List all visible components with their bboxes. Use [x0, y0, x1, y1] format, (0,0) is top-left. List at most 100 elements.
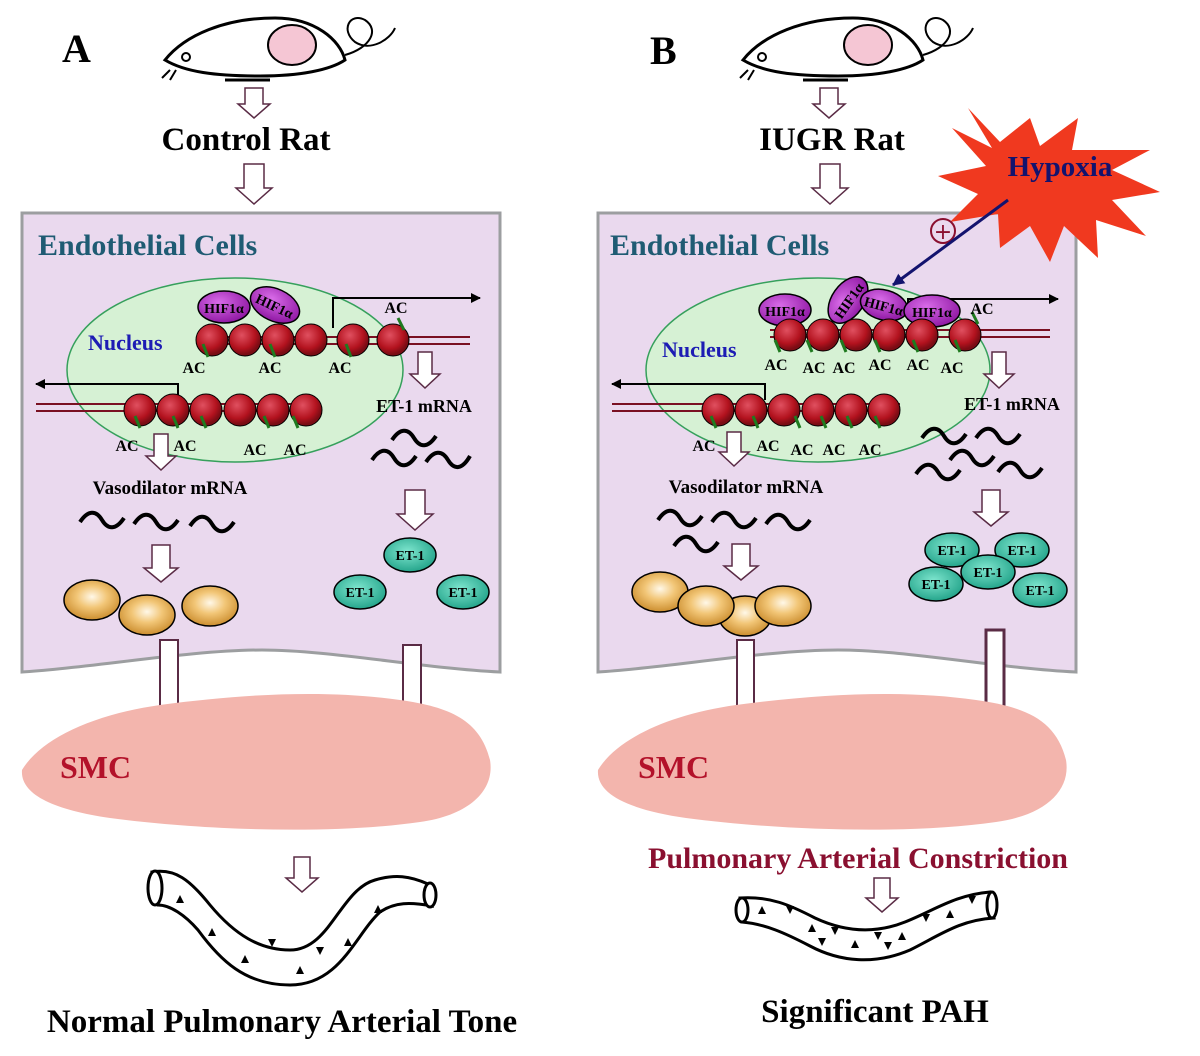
flow-arrow: [284, 856, 320, 893]
acetyl-marks: [773, 311, 980, 353]
ac-label: AC: [243, 442, 266, 459]
svg-text:ET-1: ET-1: [345, 586, 374, 601]
artery-icon: [734, 890, 999, 962]
ac-label: AC: [115, 438, 138, 455]
rat-icon: [161, 16, 396, 82]
ac-label: AC: [692, 438, 715, 455]
hif1-alpha: HIF1α: [249, 286, 301, 324]
outcome-label: Significant PAH: [761, 994, 989, 1030]
ac-label: AC: [790, 442, 813, 459]
et1-protein: ET-1: [1012, 572, 1068, 608]
ac-label: AC: [822, 442, 845, 459]
rat-icon: [739, 16, 974, 82]
svg-text:ET-1: ET-1: [1025, 584, 1054, 599]
acetyl-marks: [201, 317, 406, 358]
flow-arrow: [395, 489, 435, 532]
ac-label: AC: [802, 360, 825, 377]
smc-label: SMC: [60, 749, 131, 785]
artery-texture: [176, 895, 382, 974]
smooth-muscle-cell: [21, 693, 491, 830]
svg-text:ET-1: ET-1: [1007, 544, 1036, 559]
ac-label: AC: [283, 442, 306, 459]
hif1-alpha: HIF1α: [758, 293, 812, 327]
vasodilator-mrna-label: Vasodilator mRNA: [669, 477, 824, 498]
svg-text:+: +: [934, 220, 952, 245]
flow-arrow: [810, 163, 850, 206]
ac-label: AC: [384, 300, 407, 317]
ac-label: AC: [940, 360, 963, 377]
nucleosomes-top: [773, 318, 982, 352]
et1-protein: ET-1: [436, 574, 490, 610]
flow-arrow: [971, 489, 1011, 527]
flow-arrow: [141, 544, 181, 583]
vasodilator-mrna: [656, 508, 812, 554]
et1-protein: ET-1: [960, 554, 1016, 590]
flow-arrow: [236, 87, 272, 119]
hypoxia-label: Hypoxia: [1008, 151, 1113, 183]
rat-label: Control Rat: [162, 122, 331, 158]
ac-label: AC: [764, 357, 787, 374]
svg-text:ET-1: ET-1: [937, 544, 966, 559]
acetyl-marks: [709, 415, 882, 429]
flow-arrow: [721, 543, 761, 581]
svg-text:ET-1: ET-1: [448, 586, 477, 601]
ac-label: AC: [858, 442, 881, 459]
et1-protein: ET-1: [333, 574, 387, 610]
ac-label: AC: [756, 438, 779, 455]
flow-arrow: [864, 877, 900, 913]
outcome-label: Normal Pulmonary Arterial Tone: [47, 1004, 517, 1040]
ac-label: AC: [868, 357, 891, 374]
svg-text:HIF1α: HIF1α: [765, 305, 805, 320]
vasodilator-protein: [631, 571, 812, 637]
et1-protein: ET-1: [908, 566, 964, 602]
vasodilator-mrna: [78, 510, 236, 534]
flow-arrow: [811, 87, 847, 119]
et1-protein: ET-1: [924, 532, 980, 568]
ac-label: AC: [182, 360, 205, 377]
ac-label: AC: [906, 357, 929, 374]
artery-texture: [758, 896, 976, 950]
flow-arrow: [234, 163, 274, 206]
ac-label: AC: [328, 360, 351, 377]
flow-arrow: [982, 351, 1016, 390]
et1-mrna: [370, 428, 472, 469]
ac-label: AC: [970, 301, 993, 318]
constriction-label: Pulmonary Arterial Constriction: [648, 842, 1068, 875]
smc-label: SMC: [638, 749, 709, 785]
acetyl-marks: [133, 415, 300, 429]
panel-b-letter: B: [650, 28, 677, 73]
panel-a-letter: A: [62, 26, 91, 71]
smooth-muscle-cell: [597, 693, 1067, 830]
et1-protein: ET-1: [383, 537, 437, 573]
hypoxia-arrow: [892, 198, 1009, 287]
svg-text:HIF1α: HIF1α: [204, 302, 244, 317]
endothelial-cells-label: Endothelial Cells: [38, 229, 257, 262]
transcription-arrow: [611, 379, 766, 400]
svg-text:ET-1: ET-1: [921, 578, 950, 593]
hif1-alpha: HIF1α: [197, 290, 251, 324]
rat-label: IUGR Rat: [759, 122, 905, 158]
ac-label: AC: [173, 438, 196, 455]
nucleosomes-bottom: [123, 393, 323, 427]
hypoxia-burst: Hypoxia: [938, 108, 1160, 262]
et1-protein: ET-1: [994, 532, 1050, 568]
svg-text:HIF1α: HIF1α: [912, 306, 952, 321]
nucleosomes-bottom: [701, 393, 901, 427]
et1-mrna: [914, 426, 1044, 482]
transcription-arrow: [332, 293, 481, 328]
artery-icon: [146, 869, 438, 987]
positive-regulation-icon: +: [930, 218, 956, 245]
vasodilator-protein: [63, 579, 239, 636]
flow-arrow: [717, 431, 751, 468]
svg-text:ET-1: ET-1: [395, 549, 424, 564]
vasodilator-mrna-label: Vasodilator mRNA: [93, 478, 248, 499]
panel-b: B IUGR Rat Endothelial Cells Hypoxia +: [596, 16, 1160, 1030]
endothelial-cells-label: Endothelial Cells: [610, 229, 829, 262]
panel-a: A Control Rat Endothelial Cells Nucleus: [20, 16, 517, 1040]
nucleus-label: Nucleus: [662, 337, 737, 362]
svg-text:ET-1: ET-1: [973, 566, 1002, 581]
flow-arrow: [408, 351, 442, 390]
ac-label: AC: [832, 360, 855, 377]
et1-mrna-label: ET-1 mRNA: [376, 396, 472, 416]
